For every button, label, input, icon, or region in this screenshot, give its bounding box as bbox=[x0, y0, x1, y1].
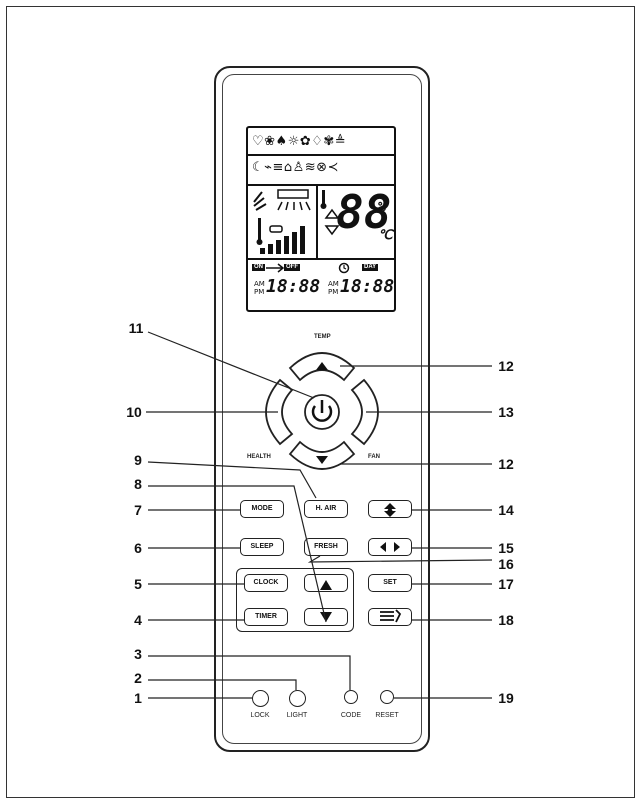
fan-level-icon bbox=[253, 189, 311, 254]
figure-frame bbox=[6, 6, 635, 798]
callout-5: 5 bbox=[134, 576, 142, 592]
celsius-sign: ℃ bbox=[378, 228, 393, 243]
callout-10: 10 bbox=[126, 404, 142, 420]
timer-on-label: ON bbox=[252, 264, 265, 271]
timer-time-right: 18:88 bbox=[340, 276, 395, 297]
temp-label: TEMP bbox=[314, 334, 331, 340]
day-label: DAY bbox=[362, 264, 379, 271]
temp-down-button[interactable] bbox=[288, 440, 356, 470]
fan-button[interactable] bbox=[350, 378, 379, 446]
timer-time-left: 18:88 bbox=[266, 276, 321, 297]
lock-label: LOCK bbox=[250, 712, 270, 719]
reset-button[interactable] bbox=[380, 690, 394, 704]
timer-off-label: OFF bbox=[284, 264, 300, 271]
callout-13: 13 bbox=[498, 404, 514, 420]
light-button[interactable] bbox=[289, 690, 306, 707]
callout-9: 9 bbox=[134, 452, 142, 468]
sleep-button[interactable]: SLEEP bbox=[240, 538, 284, 556]
callout-11: 11 bbox=[128, 320, 144, 336]
down-arrow-icon bbox=[316, 456, 328, 464]
callout-12-top: 12 bbox=[498, 358, 514, 374]
callout-15: 15 bbox=[498, 540, 514, 556]
callout-6: 6 bbox=[134, 540, 142, 556]
reset-label: RESET bbox=[375, 712, 399, 719]
am-label-right: AM bbox=[328, 280, 339, 288]
code-label: CODE bbox=[340, 712, 362, 719]
remote-inner-outline bbox=[222, 74, 422, 744]
code-button[interactable] bbox=[344, 690, 358, 704]
lock-button[interactable] bbox=[252, 690, 269, 707]
set-button[interactable]: SET bbox=[368, 574, 412, 592]
lcd-divider bbox=[248, 258, 394, 260]
pm-label-right: PM bbox=[328, 288, 339, 296]
callout-16: 16 bbox=[498, 556, 514, 572]
lcd-icon-row-2: ☾⌁≡⌂♙≋⊗≺ bbox=[252, 160, 339, 175]
am-label-left: AM bbox=[254, 280, 265, 288]
thermometer-icon bbox=[320, 190, 340, 236]
time-button-group bbox=[236, 568, 354, 632]
callout-2: 2 bbox=[134, 670, 142, 686]
fan-label: FAN bbox=[368, 454, 380, 460]
timer-button[interactable]: TIMER bbox=[244, 608, 288, 626]
health-label: HEALTH bbox=[247, 454, 271, 460]
mode-button[interactable]: MODE bbox=[240, 500, 284, 518]
lcd-divider bbox=[248, 184, 394, 186]
temperature-digits: 88 bbox=[336, 185, 392, 239]
lcd-icon-row-1: ♡❀♠☼✿♢✾≜ bbox=[252, 134, 347, 149]
callout-17: 17 bbox=[498, 576, 514, 592]
lcd-divider bbox=[316, 184, 318, 258]
clock-button[interactable]: CLOCK bbox=[244, 574, 288, 592]
health-button[interactable] bbox=[265, 378, 294, 446]
power-icon bbox=[311, 400, 333, 422]
lcd-display: ♡❀♠☼✿♢✾≜ ☾⌁≡⌂♙≋⊗≺ 88 % ℃ ON OFF DAY AM bbox=[246, 126, 396, 312]
callout-12-bottom: 12 bbox=[498, 456, 514, 472]
callout-14: 14 bbox=[498, 502, 514, 518]
callout-1: 1 bbox=[134, 690, 142, 706]
callout-3: 3 bbox=[134, 646, 142, 662]
light-label: LIGHT bbox=[286, 712, 308, 719]
clock-icon bbox=[338, 262, 350, 274]
callout-8: 8 bbox=[134, 476, 142, 492]
lcd-divider bbox=[248, 154, 394, 156]
callout-7: 7 bbox=[134, 502, 142, 518]
timer-arrow-icon bbox=[266, 263, 285, 273]
callout-19: 19 bbox=[498, 690, 514, 706]
up-arrow-icon bbox=[316, 362, 328, 370]
callout-4: 4 bbox=[134, 612, 142, 628]
health-air-button[interactable]: H. AIR bbox=[304, 500, 348, 518]
pm-label-left: PM bbox=[254, 288, 265, 296]
remote-body bbox=[214, 66, 430, 752]
fresh-button[interactable]: FRESH bbox=[304, 538, 348, 556]
percent-sign: % bbox=[378, 200, 386, 215]
callout-18: 18 bbox=[498, 612, 514, 628]
